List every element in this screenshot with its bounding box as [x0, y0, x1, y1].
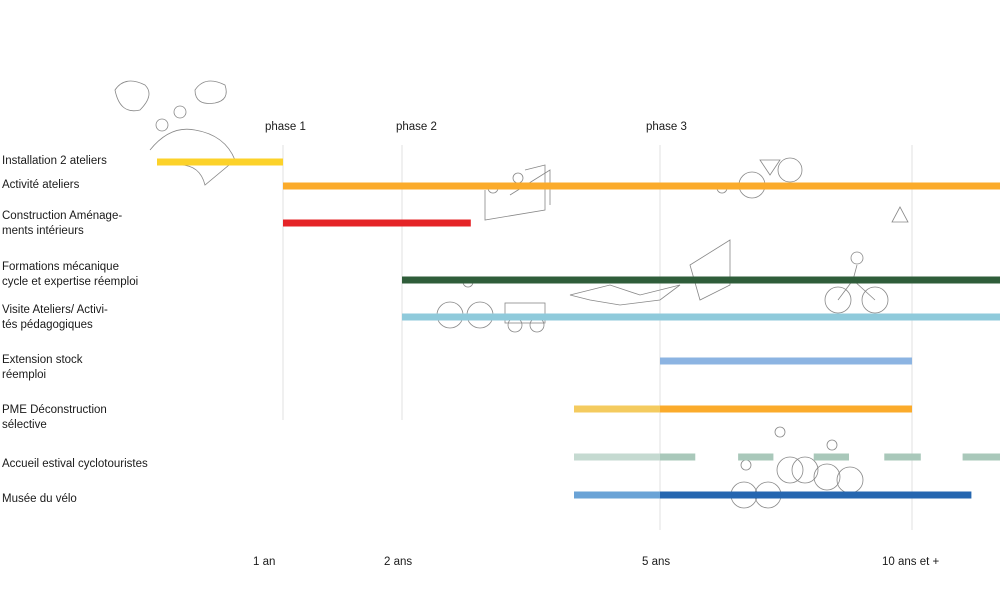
phase-label: phase 2	[396, 121, 437, 133]
row-label: Construction Aménage- ments intérieurs	[2, 210, 123, 237]
repair-sketch-icon	[716, 157, 803, 199]
row-label: Activité ateliers	[2, 179, 80, 191]
x-tick-label: 10 ans et +	[882, 556, 940, 568]
timeline-bar	[574, 453, 660, 461]
timeline-bar	[157, 158, 283, 166]
timeline-bar	[813, 453, 849, 461]
timeline-bar	[884, 453, 921, 461]
timeline-bar	[283, 182, 1000, 190]
row-label: PME Déconstruction sélective	[2, 404, 107, 431]
timeline-bar	[402, 276, 1000, 284]
timeline-bar	[574, 405, 660, 413]
cyclist-sketch-icon	[436, 276, 546, 333]
workshop-sketch-icon	[114, 80, 236, 186]
row-label: Musée du vélo	[2, 493, 77, 505]
timeline-bar	[962, 453, 1000, 461]
timeline-bar	[660, 357, 912, 365]
x-tick-label: 1 an	[253, 556, 276, 568]
phase-label: phase 3	[646, 121, 687, 133]
row-label: Extension stock réemploi	[2, 354, 83, 381]
timeline-bar	[402, 313, 1000, 321]
timeline-bar	[283, 219, 471, 227]
timeline-bar	[660, 405, 912, 413]
row-label: Accueil estival cyclotouristes	[2, 458, 148, 470]
training-sketch-icon	[569, 239, 731, 306]
x-tick-label: 5 ans	[642, 556, 671, 568]
timeline-bar	[660, 453, 696, 461]
timeline-bar	[574, 491, 660, 499]
timeline-bar	[738, 453, 774, 461]
x-tick-label: 2 ans	[384, 556, 413, 568]
construction-sketch-icon	[484, 164, 551, 221]
row-label: Formations mécanique cycle et expertise …	[2, 261, 139, 288]
row-label: Visite Ateliers/ Activi- tés pédagogique…	[2, 304, 108, 331]
triangle-sketch-icon	[891, 206, 909, 223]
timeline-bar	[660, 491, 972, 499]
row-label: Installation 2 ateliers	[2, 155, 107, 167]
phase-label: phase 1	[265, 121, 306, 133]
